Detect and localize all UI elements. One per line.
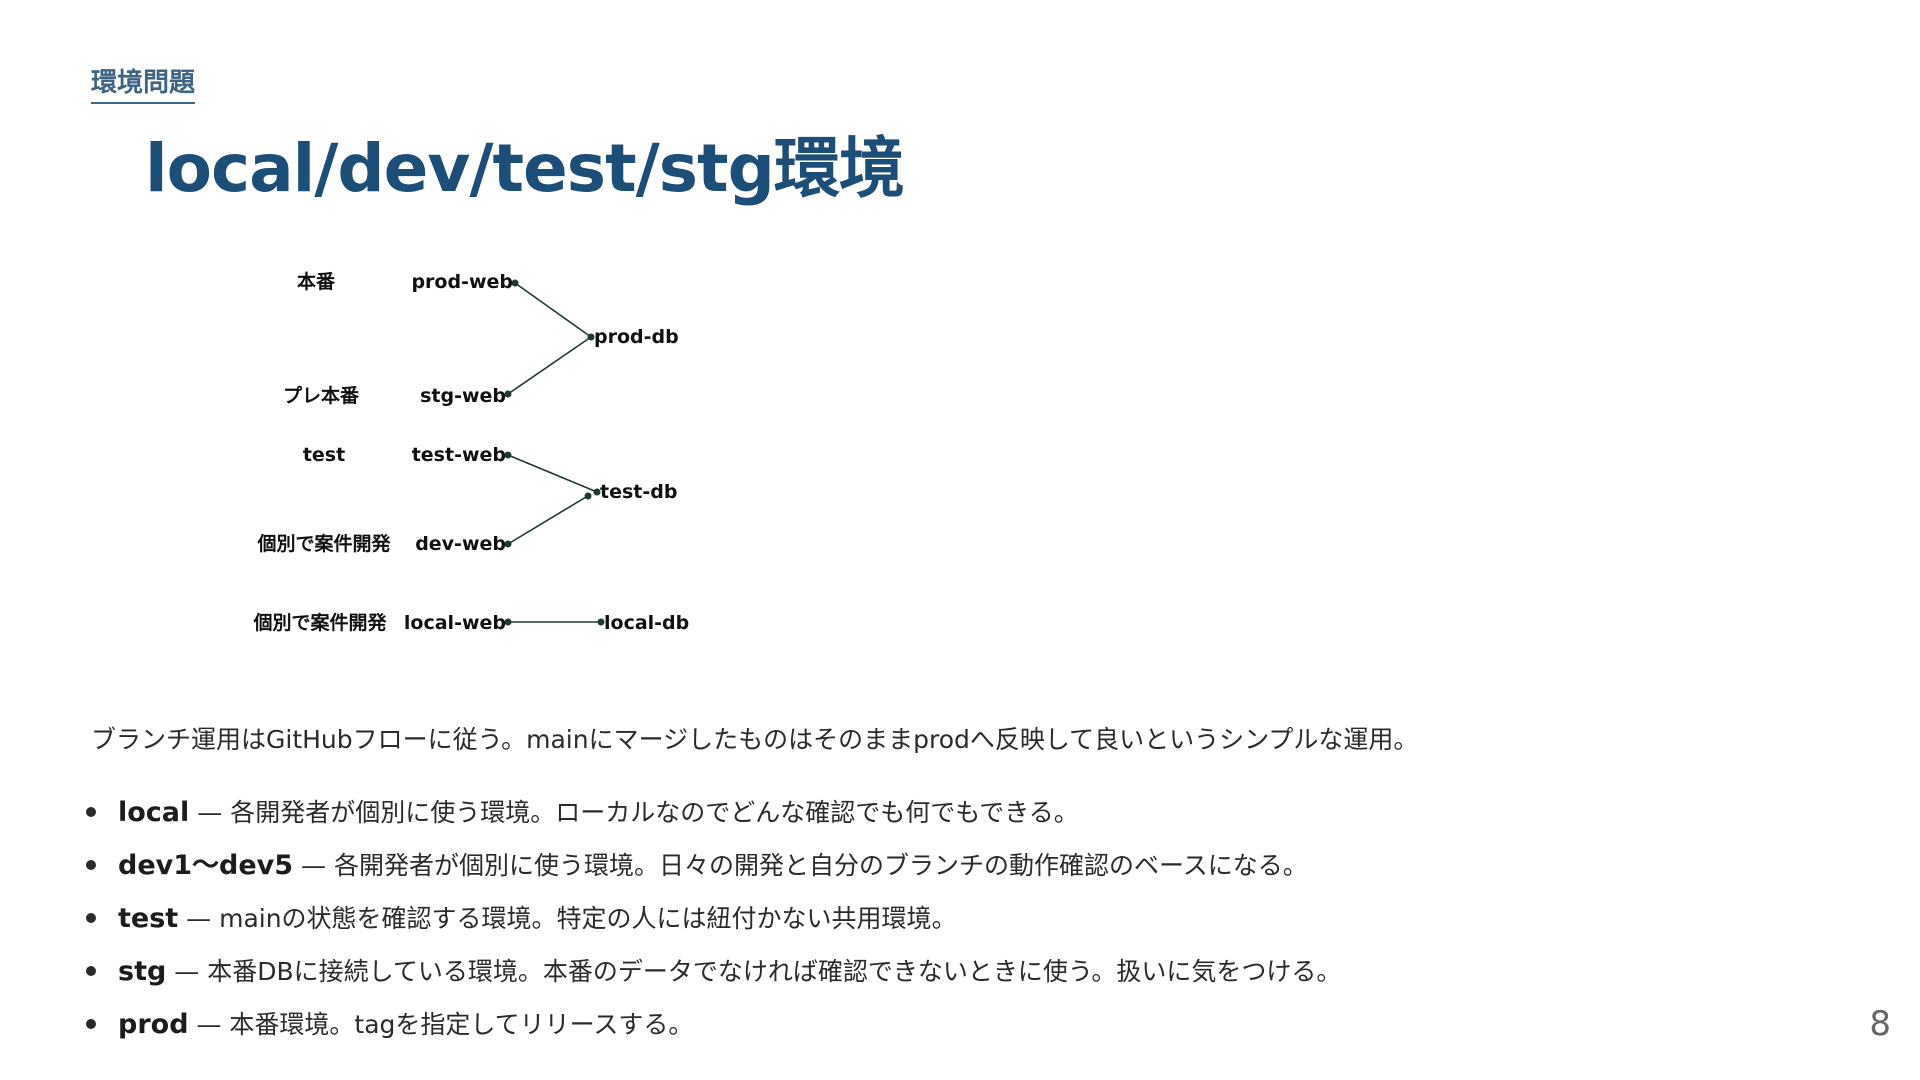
bullet-dot [86, 807, 96, 817]
list-item-stg: stg — 本番DBに接続している環境。本番のデータでなければ確認できないときに… [82, 945, 1341, 998]
node-dot-dev-web [504, 540, 512, 548]
list-item-prod: prod — 本番環境。tagを指定してリリースする。 [82, 998, 1341, 1051]
bullet-desc: — 各開発者が個別に使う環境。日々の開発と自分のブランチの動作確認のベースになる… [293, 851, 1308, 880]
node-dot-test-db-a [593, 488, 601, 496]
edge-prod-web-prod-db [514, 282, 592, 338]
node-local-web: local-web [404, 612, 506, 634]
bullet-dot [86, 860, 96, 870]
bullet-dot [86, 913, 96, 923]
node-prod-db: prod-db [594, 326, 679, 348]
bullet-term: prod [118, 1009, 189, 1040]
node-local-db: local-db [604, 612, 689, 634]
list-item-dev: dev1〜dev5 — 各開発者が個別に使う環境。日々の開発と自分のブランチの動… [82, 839, 1341, 892]
node-dot-test-db-b [584, 492, 592, 500]
node-stg-web: stg-web [420, 385, 506, 407]
node-dev-web: dev-web [415, 533, 506, 555]
node-prod-web: prod-web [411, 271, 513, 293]
bullet-term: test [118, 903, 179, 934]
intro-text: ブランチ運用はGitHubフローに従う。mainにマージしたものはそのままpro… [91, 725, 1419, 754]
node-test-web: test-web [412, 444, 506, 466]
env-label-prod: 本番 [297, 270, 336, 293]
node-dot-stg-web [504, 390, 512, 398]
edge-dev-web-test-db [507, 493, 592, 545]
bullet-desc: — mainの状態を確認する環境。特定の人には紐付かない共用環境。 [178, 904, 957, 933]
section-label: 環境問題 [91, 66, 196, 104]
bullet-term: local [118, 797, 190, 828]
node-dot-prod-db [587, 333, 595, 341]
bullet-desc: — 本番DBに接続している環境。本番のデータでなければ確認できないときに使う。扱… [166, 957, 1342, 986]
page-number: 8 [1869, 1004, 1891, 1044]
list-item-test: test — mainの状態を確認する環境。特定の人には紐付かない共用環境。 [82, 892, 1341, 945]
node-test-db: test-db [600, 481, 677, 503]
list-item-local: local — 各開発者が個別に使う環境。ローカルなのでどんな確認でも何でもでき… [82, 786, 1341, 839]
bullet-desc: — 各開発者が個別に使う環境。ローカルなのでどんな確認でも何でもできる。 [189, 798, 1079, 827]
environment-diagram: 本番 プレ本番 test 個別で案件開発 個別で案件開発 prod-web st… [252, 270, 689, 634]
env-label-stg: プレ本番 [283, 384, 360, 407]
node-dot-local-web [504, 618, 512, 626]
edge-stg-web-prod-db [507, 336, 592, 395]
edge-test-web-test-db [507, 454, 598, 493]
environment-list: local — 各開発者が個別に使う環境。ローカルなのでどんな確認でも何でもでき… [82, 786, 1341, 1051]
page-title: local/dev/test/stg環境 [145, 130, 905, 207]
env-label-local: 個別で案件開発 [252, 611, 387, 634]
node-dot-test-web [504, 451, 512, 459]
bullet-desc: — 本番環境。tagを指定してリリースする。 [188, 1010, 694, 1039]
env-label-test: test [303, 444, 345, 466]
bullet-dot [86, 966, 96, 976]
node-dot-local-db [597, 618, 605, 626]
node-dot-prod-web [511, 279, 519, 287]
env-label-dev: 個別で案件開発 [256, 532, 391, 555]
bullet-term: dev1〜dev5 [118, 850, 294, 881]
bullet-term: stg [118, 956, 167, 987]
bullet-dot [86, 1019, 96, 1029]
